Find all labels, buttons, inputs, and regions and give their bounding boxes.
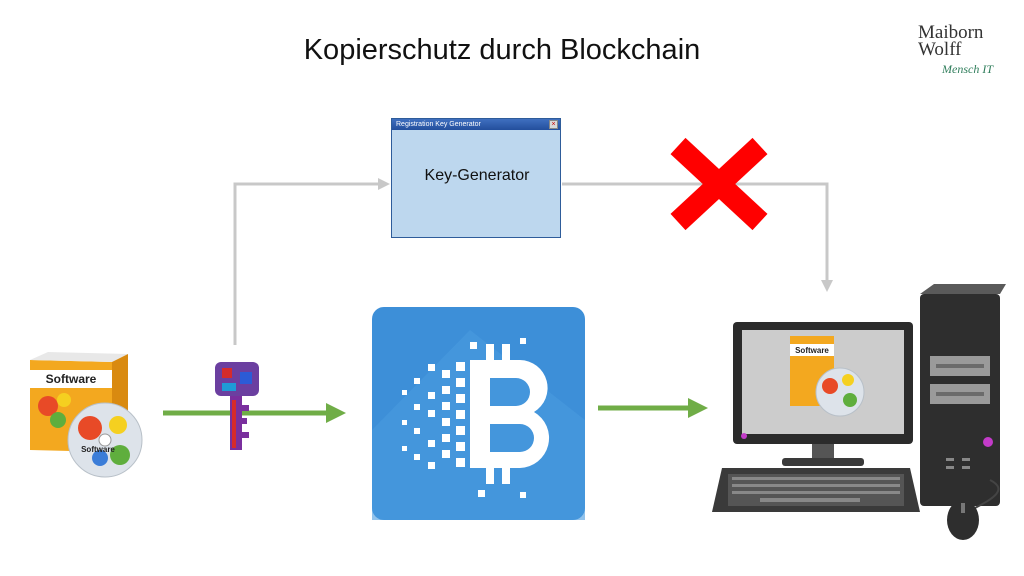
- monitor-software-label: Software: [795, 346, 829, 355]
- green-arrow-right: [598, 398, 708, 418]
- key-icon: [215, 362, 259, 450]
- connector-to-keygen: [233, 182, 380, 345]
- logo-tagline: Mensch IT: [942, 62, 993, 76]
- keygen-titlebar: Registration Key Generator ×: [392, 119, 560, 130]
- keygen-titlebar-text: Registration Key Generator: [396, 121, 481, 128]
- arrowhead-to-keygen: [378, 178, 390, 190]
- maibornwolff-logo: Maiborn Wolff Mensch IT: [918, 22, 1018, 77]
- logo-line-1: Maiborn: [918, 22, 984, 43]
- desktop-computer-icon: Software: [712, 284, 1006, 540]
- close-icon[interactable]: ×: [549, 120, 558, 129]
- software-box-icon: Software Software: [30, 352, 143, 478]
- connector-from-keygen: [562, 182, 829, 282]
- software-disc-label: Software: [81, 445, 115, 454]
- slide-title: Kopierschutz durch Blockchain: [303, 34, 701, 66]
- green-arrow-left: [163, 403, 346, 423]
- arrowhead-to-computer: [821, 280, 833, 292]
- red-cross-icon: [670, 137, 768, 231]
- key-generator-window: Registration Key Generator × Key-Generat…: [391, 118, 561, 238]
- logo-line-2: Wolff: [918, 39, 962, 60]
- blockchain-logo-icon: [372, 307, 585, 520]
- software-box-label: Software: [46, 372, 97, 386]
- keygen-label: Key-Generator: [424, 167, 530, 184]
